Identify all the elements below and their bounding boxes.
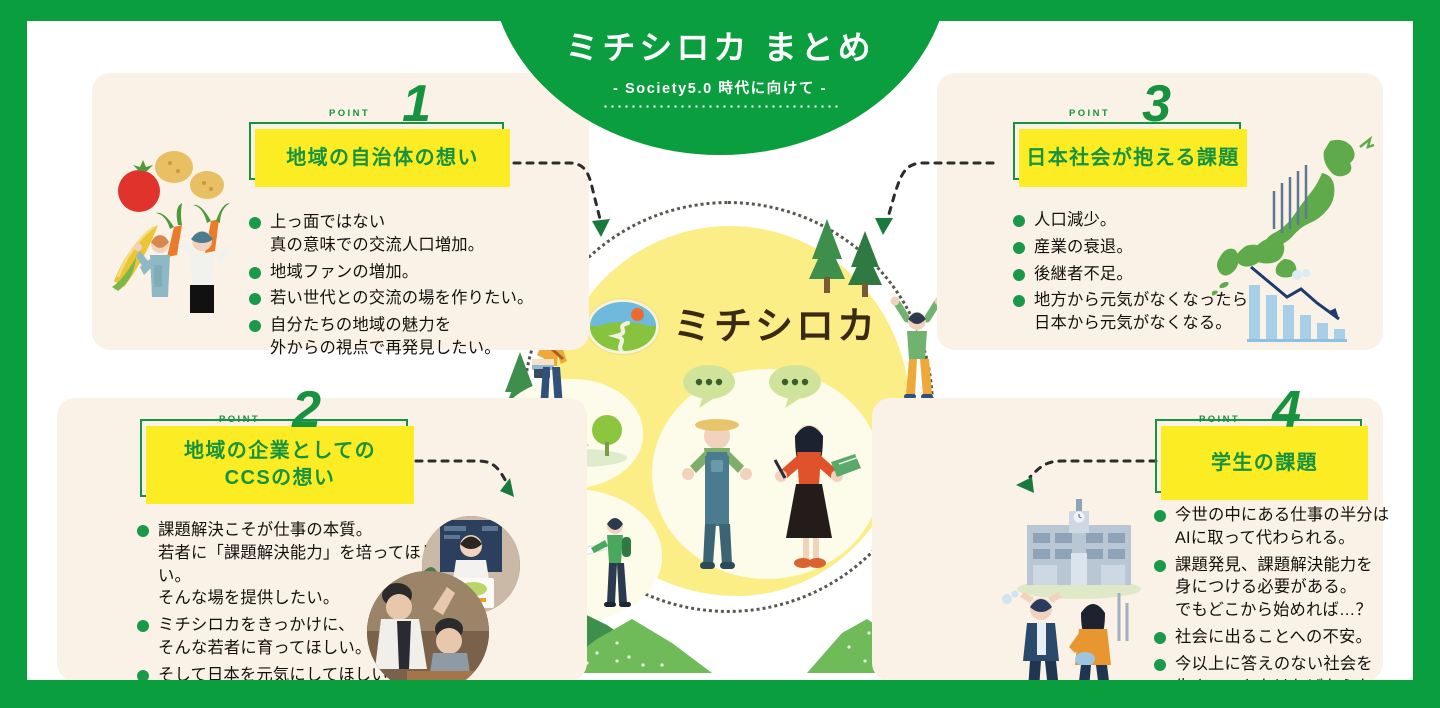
bullet-dot-icon: [1154, 559, 1166, 572]
point-4-bullets: 今世の中にある仕事の半分は AIに取って代わられる。 課題発見、課題解決能力を …: [1154, 504, 1399, 680]
bullet-dot-icon: [249, 266, 261, 279]
point-2-bullets: 課題解決こそが仕事の本質。 若者に「課題解決能力」を培ってほしい。 そんな場を提…: [137, 519, 457, 680]
page-title: ミチシロカ まとめ: [565, 29, 875, 66]
point-3-title: 日本社会が抱える課題: [1026, 146, 1240, 169]
list-item: 後継者不足。: [1013, 263, 1263, 286]
list-item: 若い世代との交流の場を作りたい。: [249, 287, 579, 310]
farmer-and-student-illustration: [682, 365, 861, 569]
logo-wordmark: ミチシロカ: [673, 305, 879, 348]
list-item: 地域ファンの増加。: [249, 261, 579, 284]
bullet-dot-icon: [1013, 295, 1025, 308]
point-3-title-box: 日本社会が抱える課題: [1013, 122, 1247, 187]
arrow-point4-to-center: [1016, 459, 1158, 493]
point-1-title: 地域の自治体の想い: [286, 146, 479, 169]
arrow-point1-to-center: [499, 161, 610, 237]
bullet-dot-icon: [249, 217, 261, 229]
page-subtitle: - Society5.0 時代に向けて -: [612, 81, 828, 97]
arrow-point3-to-center: [875, 161, 995, 235]
list-item: 今以上に答えのない社会を 生きていかなければならない。: [1154, 653, 1399, 680]
declining-bar-chart-icon: [1247, 265, 1347, 342]
point-3-bullets: 人口減少。 産業の衰退。 後継者不足。 地方から元気がなくなったら 日本から元気…: [1013, 209, 1263, 339]
list-item: 産業の衰退。: [1013, 236, 1263, 259]
point-2-title-box: 地域の企業としての CCSの想い: [140, 419, 414, 504]
poster-canvas: ミチシロカ: [27, 21, 1413, 680]
point-2-heading: POINT 2: [217, 379, 327, 436]
school-building-icon: [1017, 499, 1141, 599]
point-4-title-box: 学生の課題: [1155, 419, 1368, 500]
point-1-title-box: 地域の自治体の想い: [249, 122, 510, 187]
point-4-title: 学生の課題: [1211, 451, 1318, 474]
japan-map-icon: [1212, 135, 1375, 296]
point-2-number: 2: [292, 381, 321, 440]
point-4-number: 4: [1272, 381, 1301, 440]
list-item: 課題発見、課題解決能力を 身につける必要がある。 でもどこから始めれば…？: [1154, 554, 1399, 622]
point-1-label: POINT: [329, 107, 371, 119]
cheering-person-illustration: [890, 296, 944, 399]
list-item: 上っ面ではない 真の意味での交流人口増加。: [249, 211, 579, 257]
list-item: ミチシロカをきっかけに、 そんな若者に育ってほしい。: [137, 614, 457, 660]
list-item: 社会に出ることへの不安。: [1154, 626, 1399, 649]
list-item: 自分たちの地域の魅力を 外からの視点で再発見したい。: [249, 314, 579, 360]
decorative-dotted-rule: [602, 105, 838, 108]
brand-logo: ミチシロカ: [587, 299, 878, 354]
point-4-label: POINT: [1199, 413, 1241, 425]
bullet-dot-icon: [1154, 510, 1166, 522]
workshop-photo-2: [367, 571, 489, 680]
point-1-panel: [92, 73, 589, 350]
bullet-dot-icon: [1013, 215, 1025, 227]
bullet-dot-icon: [249, 320, 261, 333]
farmers-vegetables-illustration: [112, 151, 231, 313]
list-item: 地方から元気がなくなったら 日本から元気がなくなる。: [1013, 289, 1263, 335]
list-item: 課題解決こそが仕事の本質。 若者に「課題解決能力」を培ってほしい。 そんな場を提…: [137, 519, 457, 610]
bullet-dot-icon: [137, 525, 149, 537]
point-3-heading: POINT 3: [1067, 73, 1177, 130]
bullet-dot-icon: [1013, 241, 1025, 254]
bullet-dot-icon: [137, 669, 149, 680]
list-item: そして日本を元気にしてほしい！: [137, 664, 457, 680]
bullet-dot-icon: [1154, 658, 1166, 671]
list-item: 今世の中にある仕事の半分は AIに取って代わられる。: [1154, 504, 1399, 550]
bullet-dot-icon: [137, 620, 149, 633]
point-1-number: 1: [402, 75, 431, 134]
pine-trees-icon: [809, 219, 882, 297]
arrow-point2-to-center: [414, 459, 514, 497]
list-item: 人口減少。: [1013, 209, 1263, 232]
point-4-heading: POINT 4: [1197, 379, 1307, 436]
point-3-number: 3: [1142, 75, 1171, 134]
bullet-dot-icon: [249, 293, 261, 306]
bullet-dot-icon: [1013, 268, 1025, 281]
point-2-label: POINT: [219, 413, 261, 425]
point-3-label: POINT: [1069, 107, 1111, 119]
point-2-title: 地域の企業としての CCSの想い: [184, 440, 376, 489]
point-1-heading: POINT 1: [327, 73, 437, 130]
bullet-dot-icon: [1154, 632, 1166, 645]
worried-students-illustration: [1002, 590, 1129, 680]
michishiroka-logo-icon: [587, 299, 659, 354]
point-1-bullets: 上っ面ではない 真の意味での交流人口増加。 地域ファンの増加。 若い世代との交流…: [249, 211, 579, 364]
